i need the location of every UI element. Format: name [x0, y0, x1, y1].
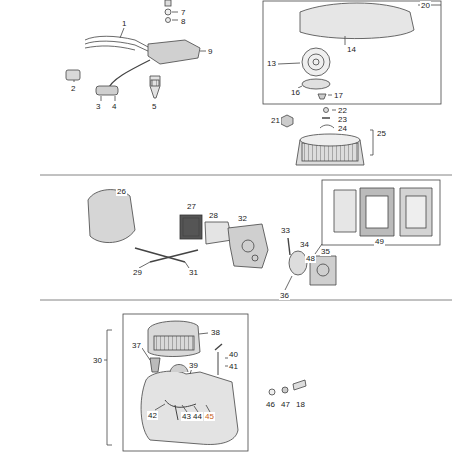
- callout-number: 20: [420, 1, 431, 10]
- callout-number: 42: [147, 411, 158, 420]
- callout-number: 3: [95, 102, 101, 111]
- callout-number: 33: [280, 226, 291, 235]
- callout-number: 47: [280, 400, 291, 409]
- callout-number: 25: [376, 129, 387, 138]
- callout-number: 39: [188, 361, 199, 370]
- callout-number: 17: [333, 91, 344, 100]
- callout-number: 23: [337, 115, 348, 124]
- callout-number: 27: [186, 202, 197, 211]
- callout-number: 9: [207, 47, 213, 56]
- callout-number: 35: [320, 247, 331, 256]
- callout-number: 7: [180, 8, 186, 17]
- callout-number: 29: [132, 268, 143, 277]
- callout-number: 40: [228, 350, 239, 359]
- callout-number: 36: [279, 291, 290, 300]
- callout-number: 5: [151, 102, 157, 111]
- callout-number: 38: [210, 328, 221, 337]
- callout-number: 21: [270, 116, 281, 125]
- callout-number: 14: [346, 45, 357, 54]
- callout-number: 4: [111, 102, 117, 111]
- callout-number: 44: [192, 412, 203, 421]
- callout-number: 13: [266, 59, 277, 68]
- callout-number: 28: [208, 211, 219, 220]
- callout-number: 8: [180, 17, 186, 26]
- callout-number: 41: [228, 362, 239, 371]
- callout-number: 45: [204, 412, 215, 421]
- callout-number: 37: [131, 341, 142, 350]
- callout-number: 30: [92, 356, 103, 365]
- callout-number: 2: [70, 84, 76, 93]
- callout-number: 48: [305, 254, 316, 263]
- callout-number: 43: [181, 412, 192, 421]
- callout-number: 1: [121, 19, 127, 28]
- callout-number: 32: [237, 214, 248, 223]
- callout-number: 22: [337, 106, 348, 115]
- callout-number: 34: [299, 240, 310, 249]
- callout-number: 49: [374, 237, 385, 246]
- callout-number: 24: [337, 124, 348, 133]
- callout-number: 26: [116, 187, 127, 196]
- callout-number: 31: [188, 268, 199, 277]
- callout-number: 16: [290, 88, 301, 97]
- callout-number: 46: [265, 400, 276, 409]
- callout-number: 18: [295, 400, 306, 409]
